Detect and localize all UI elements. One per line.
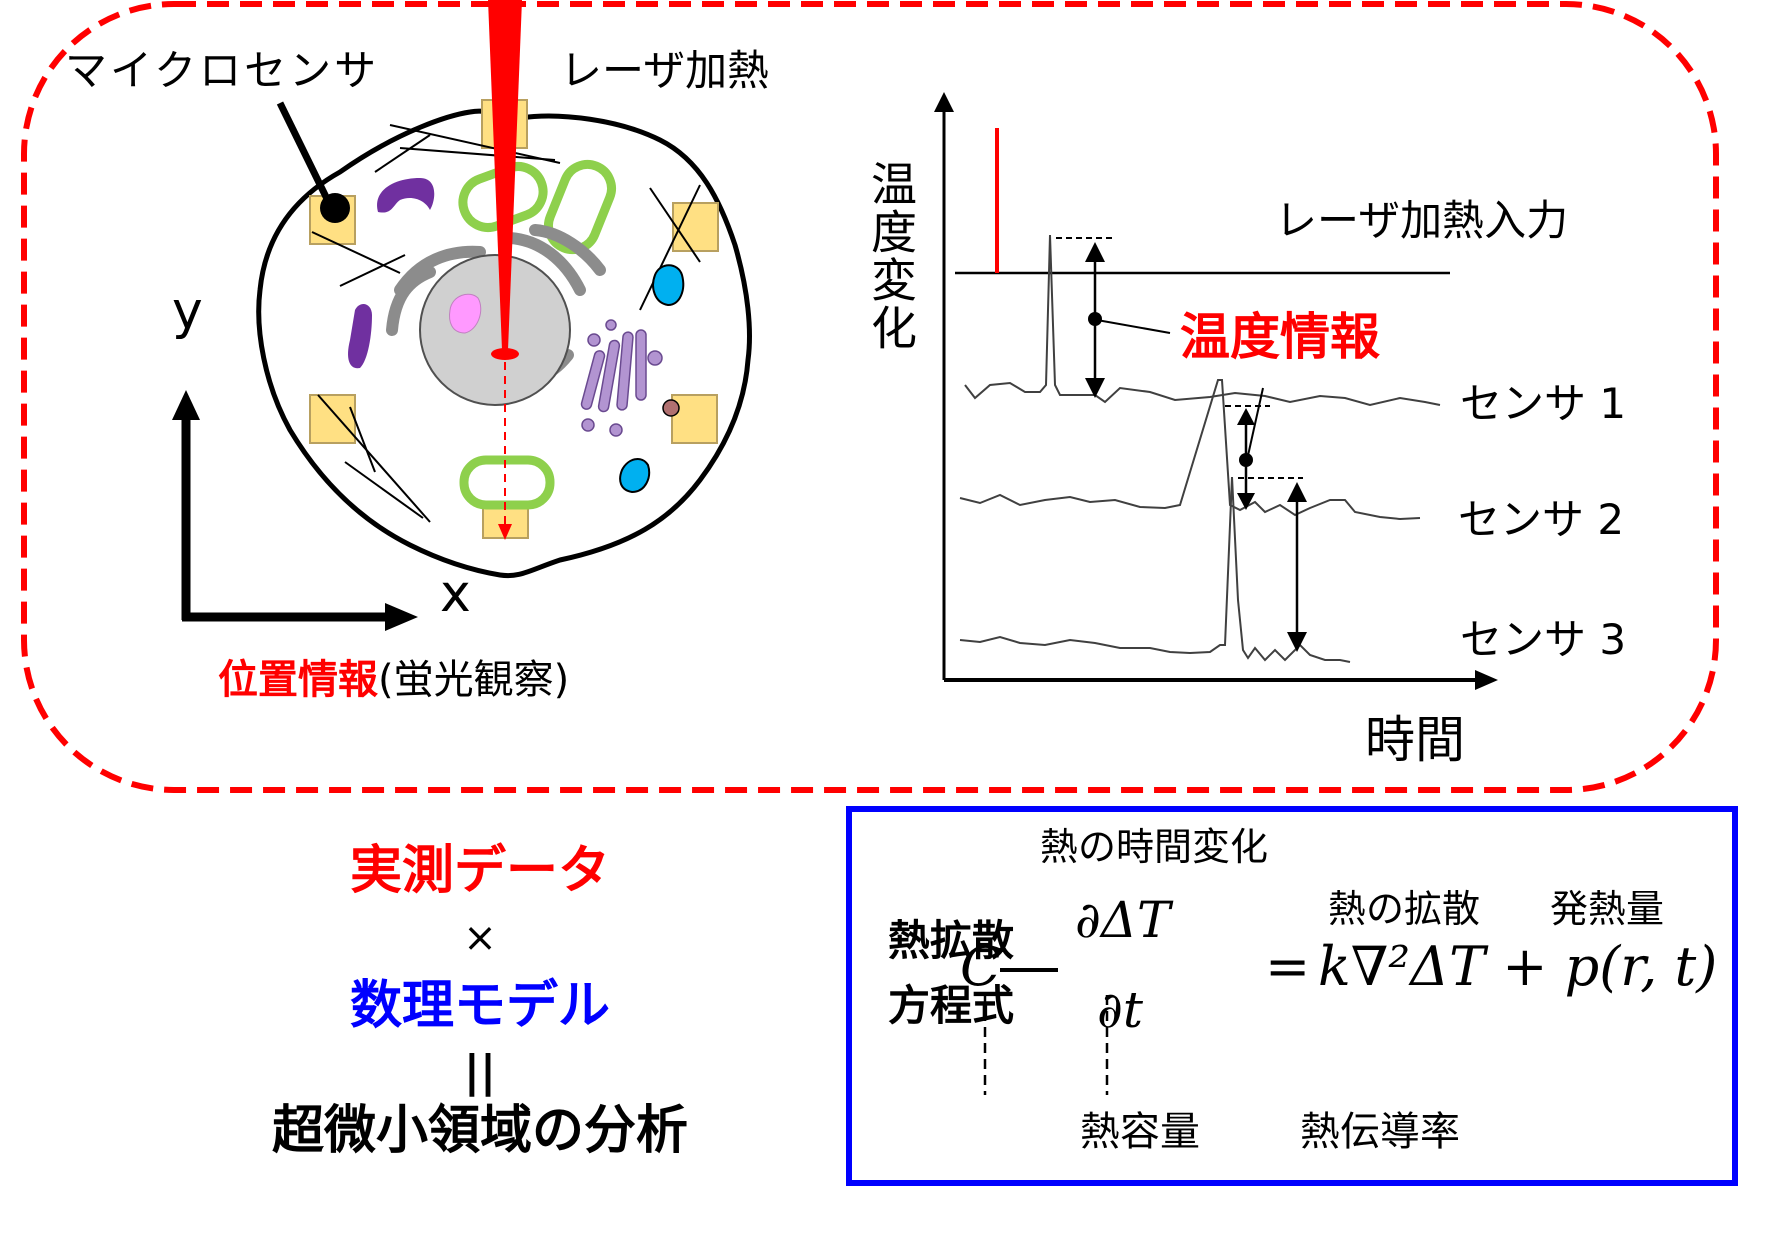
y-axis-label: y bbox=[172, 281, 203, 341]
heat-generation-annotation: 発熱量 bbox=[1550, 887, 1665, 931]
cytoskeleton bbox=[311, 124, 701, 523]
measured-data-label: 実測データ bbox=[349, 841, 610, 901]
times-symbol: × bbox=[463, 915, 497, 961]
sensor-square-right-lower bbox=[671, 394, 718, 444]
fraction-denominator: ∂t bbox=[1097, 981, 1143, 1039]
position-info-label: 位置情報 bbox=[218, 657, 378, 703]
sensor-3-trace bbox=[959, 476, 1351, 663]
nucleus bbox=[419, 254, 571, 406]
vesicle-elongated bbox=[348, 303, 372, 369]
equation-graphics bbox=[983, 968, 1109, 1095]
sensor-2-trace bbox=[959, 379, 1421, 521]
measurement-frame bbox=[21, 1, 1719, 793]
position-info-caption: 位置情報(蛍光観察) bbox=[218, 660, 569, 700]
heat-capacity-annotation: 熱容量 bbox=[1080, 1109, 1200, 1155]
sensor-1-trace bbox=[964, 234, 1441, 407]
microsensor-dot bbox=[320, 193, 350, 223]
sensor-2-label: センサ 2 bbox=[1458, 495, 1625, 544]
heat-diffusion-annotation: 熱の拡散 bbox=[1328, 887, 1481, 931]
y-axis-arrowhead bbox=[172, 390, 200, 420]
sensor-1-label: センサ 1 bbox=[1460, 379, 1627, 428]
equals-symbol: || bbox=[463, 1046, 497, 1097]
temperature-info-label: 温度情報 bbox=[1180, 308, 1380, 366]
mitochondrion-2 bbox=[544, 159, 616, 255]
laser-focus bbox=[491, 348, 519, 360]
x-axis-arrowhead bbox=[385, 603, 418, 631]
laser-projection-arrowhead bbox=[498, 524, 512, 540]
math-model-label: 数理モデル bbox=[349, 976, 610, 1036]
vacuole-lower bbox=[619, 458, 651, 494]
chart-y-axis-label: 温度変化 bbox=[864, 160, 918, 352]
cell-illustration bbox=[256, 0, 752, 579]
xy-axes bbox=[172, 390, 418, 631]
sensor-square-left-lower bbox=[309, 394, 356, 444]
vacuole-upper bbox=[652, 264, 685, 307]
fraction-numerator: ∂ΔT bbox=[1075, 891, 1171, 949]
position-info-note: (蛍光観察) bbox=[378, 657, 570, 703]
laser-heating-label: レーザ加熱 bbox=[560, 46, 770, 95]
chart-x-axis-label: 時間 bbox=[1365, 711, 1465, 769]
laser-input-label: レーザ加熱入力 bbox=[1275, 196, 1569, 245]
thermal-conductivity-annotation: 熱伝導率 bbox=[1300, 1109, 1460, 1155]
temperature-chart bbox=[934, 92, 1498, 690]
mitochondrion-3 bbox=[459, 455, 555, 510]
mitochondria bbox=[458, 159, 616, 510]
equation-equals: = bbox=[1265, 935, 1311, 998]
equation-rhs: k∇²ΔT + p(r, t) bbox=[1318, 935, 1718, 998]
golgi-apparatus bbox=[580, 319, 663, 437]
ultra-micro-analysis-label: 超微小領域の分析 bbox=[271, 1101, 688, 1161]
equation-frame bbox=[846, 806, 1738, 1186]
microsensor-label: マイクロセンサ bbox=[65, 46, 380, 95]
laser-beam bbox=[488, 0, 522, 350]
vesicle-curved bbox=[377, 178, 435, 213]
microsensor-pointer bbox=[276, 101, 334, 207]
x-axis-label: x bbox=[440, 564, 471, 624]
small-organelle bbox=[662, 399, 680, 417]
nucleolus bbox=[449, 293, 482, 334]
capacity-symbol: C bbox=[960, 935, 1002, 998]
heat-diffusion-title-line2: 方程式 bbox=[888, 981, 1015, 1030]
sensor-3-label: センサ 3 bbox=[1460, 615, 1627, 664]
heat-time-change-annotation: 熱の時間変化 bbox=[1040, 825, 1269, 869]
heat-diffusion-title-line1: 熱拡散 bbox=[888, 916, 1015, 965]
